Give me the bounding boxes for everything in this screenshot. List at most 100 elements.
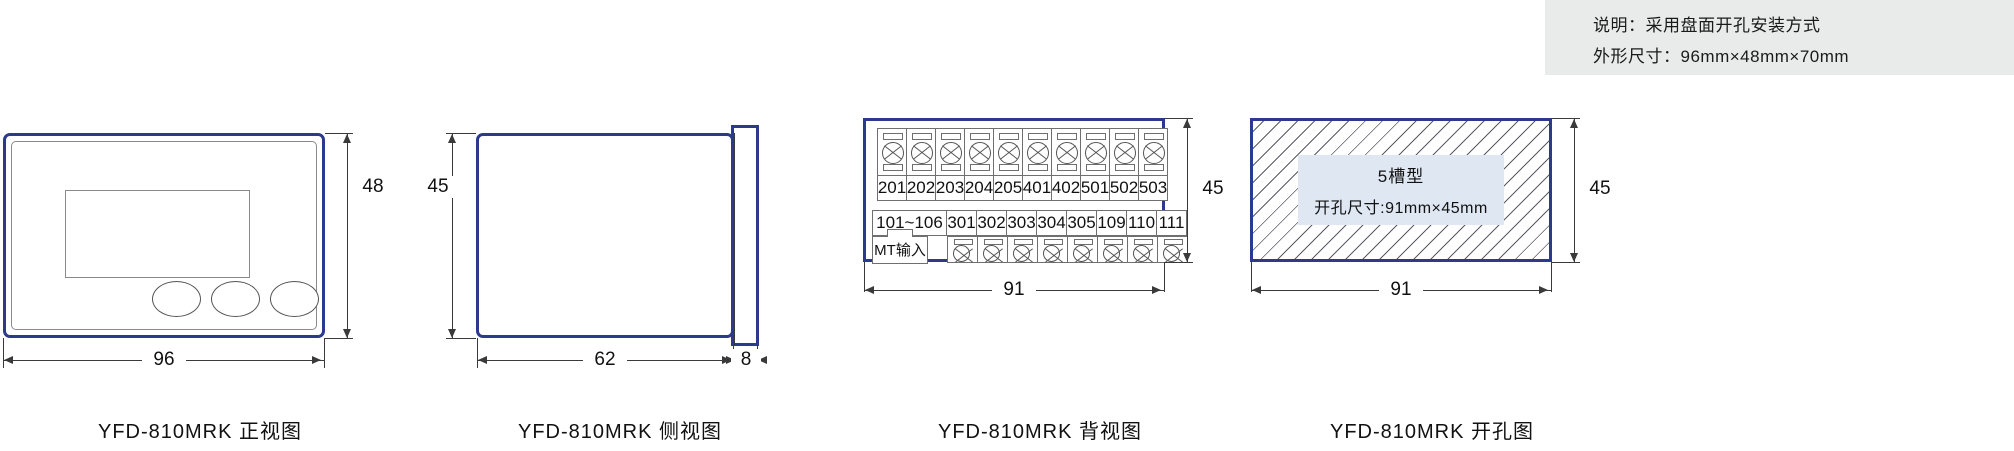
screw-terminal[interactable]: [993, 128, 1023, 176]
cutout-view-arrow-left: [1252, 286, 1261, 294]
front-view-arrow-down: [343, 329, 351, 338]
back-view-ext-bottom: [1165, 262, 1193, 263]
back-view-ext-left: [864, 262, 865, 292]
screw-terminal[interactable]: [1022, 128, 1052, 176]
back-view-terminal-block: 201 202 203 204 205 401 402 501 502 503: [877, 128, 1168, 201]
front-view-dim-line-vertical: [347, 133, 348, 339]
side-view-flange: [731, 125, 759, 346]
terminal-label: 110: [1126, 210, 1157, 236]
cutout-view-height-value: 45: [1583, 178, 1617, 200]
side-view-depth-value: 62: [583, 349, 627, 371]
side-view-flange-arrow-right: [758, 356, 767, 364]
cutout-view-label-box: 5槽型 开孔尺寸:91mm×45mm: [1298, 155, 1504, 225]
terminal-label: 202: [906, 175, 936, 201]
terminal-label: 303: [1006, 210, 1037, 236]
terminal-label: 305: [1066, 210, 1097, 236]
screw-terminal[interactable]: [1109, 128, 1139, 176]
screw-terminal[interactable]: [1037, 236, 1068, 263]
note-line-description: 说明：采用盘面开孔安装方式: [1593, 16, 1821, 35]
front-view-arrow-up: [343, 134, 351, 143]
terminal-label: 205: [993, 175, 1023, 201]
terminal-label: 201: [877, 175, 907, 201]
front-view-button-1[interactable]: [152, 281, 201, 317]
front-view-height-value: 48: [356, 176, 390, 198]
side-view-flange-divider: [734, 133, 735, 346]
terminal-label: 304: [1036, 210, 1067, 236]
front-view-width-value: 96: [142, 349, 186, 371]
back-view-height-value: 45: [1196, 178, 1230, 200]
front-view-arrow-right: [312, 356, 321, 364]
screw-terminal[interactable]: [964, 128, 994, 176]
terminal-label: 301: [946, 210, 977, 236]
terminal-label: 501: [1080, 175, 1110, 201]
side-view-flange-arrow-left: [726, 356, 735, 364]
back-view-arrow-right: [1152, 286, 1161, 294]
terminal-label: 204: [964, 175, 994, 201]
cutout-view-ext-top: [1552, 118, 1580, 119]
side-view-caption: YFD-810MRK 侧视图: [517, 421, 723, 443]
front-view-ext-top: [325, 133, 353, 134]
cutout-view-width-value: 91: [1379, 279, 1423, 301]
back-view-bottom-label-row: 101~106 301 302 303 304 305 109 110 111: [872, 210, 1187, 236]
screw-terminal[interactable]: [1080, 128, 1110, 176]
screw-terminal[interactable]: [947, 236, 978, 263]
note-line-dimensions: 外形尺寸：96mm×48mm×70mm: [1593, 47, 1850, 66]
terminal-label: 109: [1096, 210, 1127, 236]
terminal-label: 203: [935, 175, 965, 201]
screw-terminal[interactable]: [1138, 128, 1168, 176]
side-view-height-value: 45: [421, 176, 455, 198]
cutout-view-size-label: 开孔尺寸:91mm×45mm: [1314, 200, 1488, 217]
cutout-view-caption: YFD-810MRK 开孔图: [1329, 421, 1535, 443]
screw-terminal[interactable]: [906, 128, 936, 176]
cutout-view-dim-line-vertical: [1574, 118, 1575, 263]
front-view-ext-right: [324, 338, 325, 368]
cutout-view-ext-bottom: [1552, 262, 1580, 263]
front-view-caption: YFD-810MRK 正视图: [97, 421, 303, 443]
front-view-button-2[interactable]: [211, 281, 260, 317]
side-view-arrow-up: [448, 134, 456, 143]
side-view-flange-value: 8: [731, 349, 761, 371]
screw-terminal[interactable]: [1097, 236, 1128, 263]
front-view-display: [65, 190, 250, 278]
figure-cutout-view: 5槽型 开孔尺寸:91mm×45mm 45 91 YFD-810MRK 开孔图: [1230, 0, 1670, 451]
screw-terminal[interactable]: [1127, 236, 1158, 263]
screw-terminal[interactable]: [1007, 236, 1038, 263]
back-view-width-value: 91: [992, 279, 1036, 301]
figure-side-view: 45 62 8 YFD-810MRK 侧视图: [420, 0, 820, 451]
terminal-label: 111: [1156, 210, 1187, 236]
back-view-arrow-up: [1183, 119, 1191, 128]
screw-terminal[interactable]: [1157, 236, 1188, 263]
note-box: 说明：采用盘面开孔安装方式 外形尺寸：96mm×48mm×70mm: [1545, 0, 2014, 75]
back-view-bottom-screw-row: [947, 236, 1188, 263]
screw-terminal[interactable]: [977, 236, 1008, 263]
side-view-ext-top: [446, 133, 476, 134]
back-view-mt-notch: [887, 229, 913, 237]
back-view-ext-right: [1164, 262, 1165, 292]
cutout-view-type-label: 5槽型: [1377, 167, 1425, 186]
side-view-arrow-left: [478, 356, 487, 364]
screw-terminal[interactable]: [935, 128, 965, 176]
figure-front-view: 48 96 YFD-810MRK 正视图: [0, 0, 400, 451]
screw-terminal[interactable]: [1067, 236, 1098, 263]
screw-terminal[interactable]: [1051, 128, 1081, 176]
back-view-ext-top: [1165, 118, 1193, 119]
side-view-arrow-down: [448, 329, 456, 338]
front-view-button-3[interactable]: [270, 281, 319, 317]
terminal-label: 402: [1051, 175, 1081, 201]
cutout-view-arrow-right: [1539, 286, 1548, 294]
screw-terminal[interactable]: [877, 128, 907, 176]
back-view-arrow-left: [865, 286, 874, 294]
figure-back-view: 201 202 203 204 205 401 402 501 502 503 …: [830, 0, 1250, 451]
terminal-label: 503: [1138, 175, 1168, 201]
cutout-view-arrow-up: [1570, 119, 1578, 128]
front-view-ext-left: [3, 338, 4, 368]
back-view-top-screw-row: [877, 128, 1168, 176]
side-view-dim-line-vertical: [452, 133, 453, 339]
back-view-top-label-row: 201 202 203 204 205 401 402 501 502 503: [877, 175, 1168, 201]
cutout-view-arrow-down: [1570, 253, 1578, 262]
back-view-dim-line-vertical: [1187, 118, 1188, 263]
terminal-label: 302: [976, 210, 1007, 236]
cutout-view-ext-left: [1251, 262, 1252, 292]
side-view-ext-bottom: [446, 338, 476, 339]
